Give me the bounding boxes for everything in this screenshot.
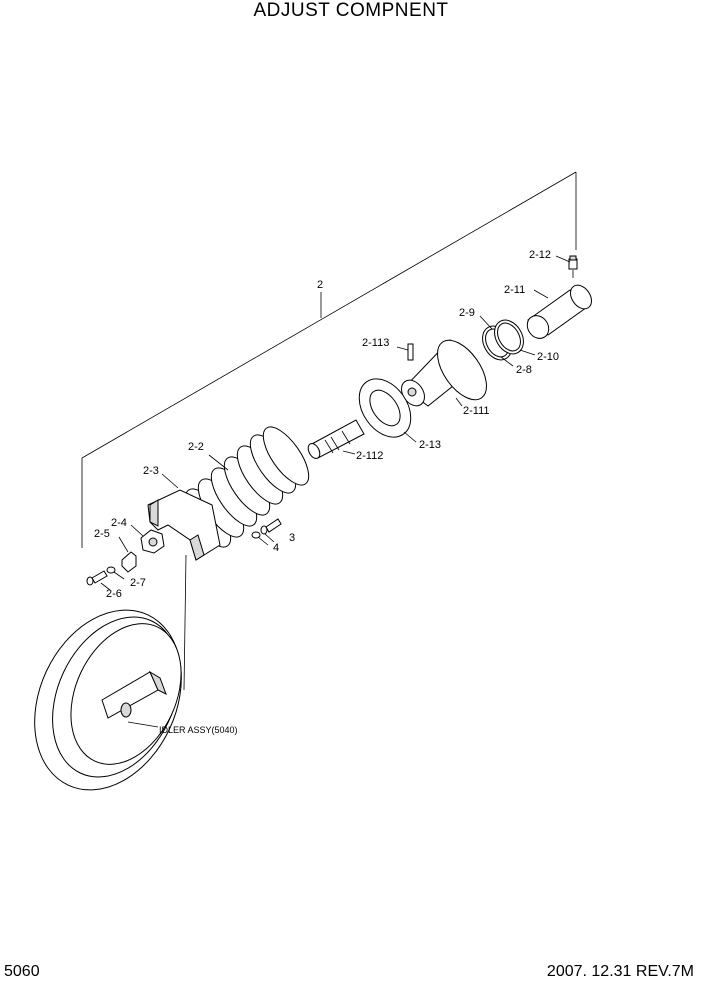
assembly-bracket-lines [81, 171, 577, 691]
callout-2-12: 2-12 [529, 249, 551, 261]
revision-label: 2007. 12.31 REV.7M [546, 963, 694, 980]
nut-part [140, 529, 165, 554]
callout-2-10: 2-10 [537, 351, 559, 363]
shaft-part [307, 419, 365, 459]
callout-4: 4 [273, 542, 279, 554]
washer-small-part [251, 531, 261, 539]
callout-2-11: 2-11 [504, 284, 525, 296]
callout-2-4: 2-4 [111, 517, 127, 529]
callout-2-5: 2-5 [94, 528, 110, 540]
idler-assy-note: IDLER ASSY(5040) [159, 725, 238, 735]
callout-labels: 2 2-12 2-11 2-9 2-113 2-10 2-8 2-111 2-2… [94, 249, 559, 735]
page-title: ADJUST COMPNENT [253, 0, 449, 21]
callout-2-111: 2-111 [463, 405, 490, 417]
recoil-spring-part [184, 426, 310, 548]
idler-wheel-part [34, 609, 182, 791]
grease-fitting-part [568, 255, 578, 278]
callout-2-113: 2-113 [362, 337, 389, 349]
callout-2-2: 2-2 [188, 441, 204, 453]
callout-2-13: 2-13 [419, 439, 441, 451]
callout-2-8: 2-8 [516, 364, 532, 376]
spring-bracket-part [147, 489, 221, 561]
callout-2-3: 2-3 [143, 465, 159, 477]
leader-lines [100, 255, 571, 728]
bolt-part-2 [86, 570, 108, 586]
bolt-part [260, 518, 282, 535]
washer-small-part-2 [106, 566, 116, 574]
washer-part [358, 378, 412, 438]
pin-part [407, 343, 414, 361]
cylinder-part [526, 284, 592, 339]
seal-rings-part [482, 319, 524, 361]
callout-2: 2 [317, 279, 323, 291]
callout-2-9: 2-9 [459, 307, 475, 319]
page-number: 5060 [4, 963, 40, 980]
callout-3: 3 [289, 532, 295, 544]
rod-bracket-part [401, 339, 487, 407]
callout-2-112: 2-112 [356, 450, 383, 462]
callout-2-6: 2-6 [106, 588, 122, 600]
callout-2-7: 2-7 [130, 577, 146, 589]
lock-plate-part [121, 551, 137, 573]
